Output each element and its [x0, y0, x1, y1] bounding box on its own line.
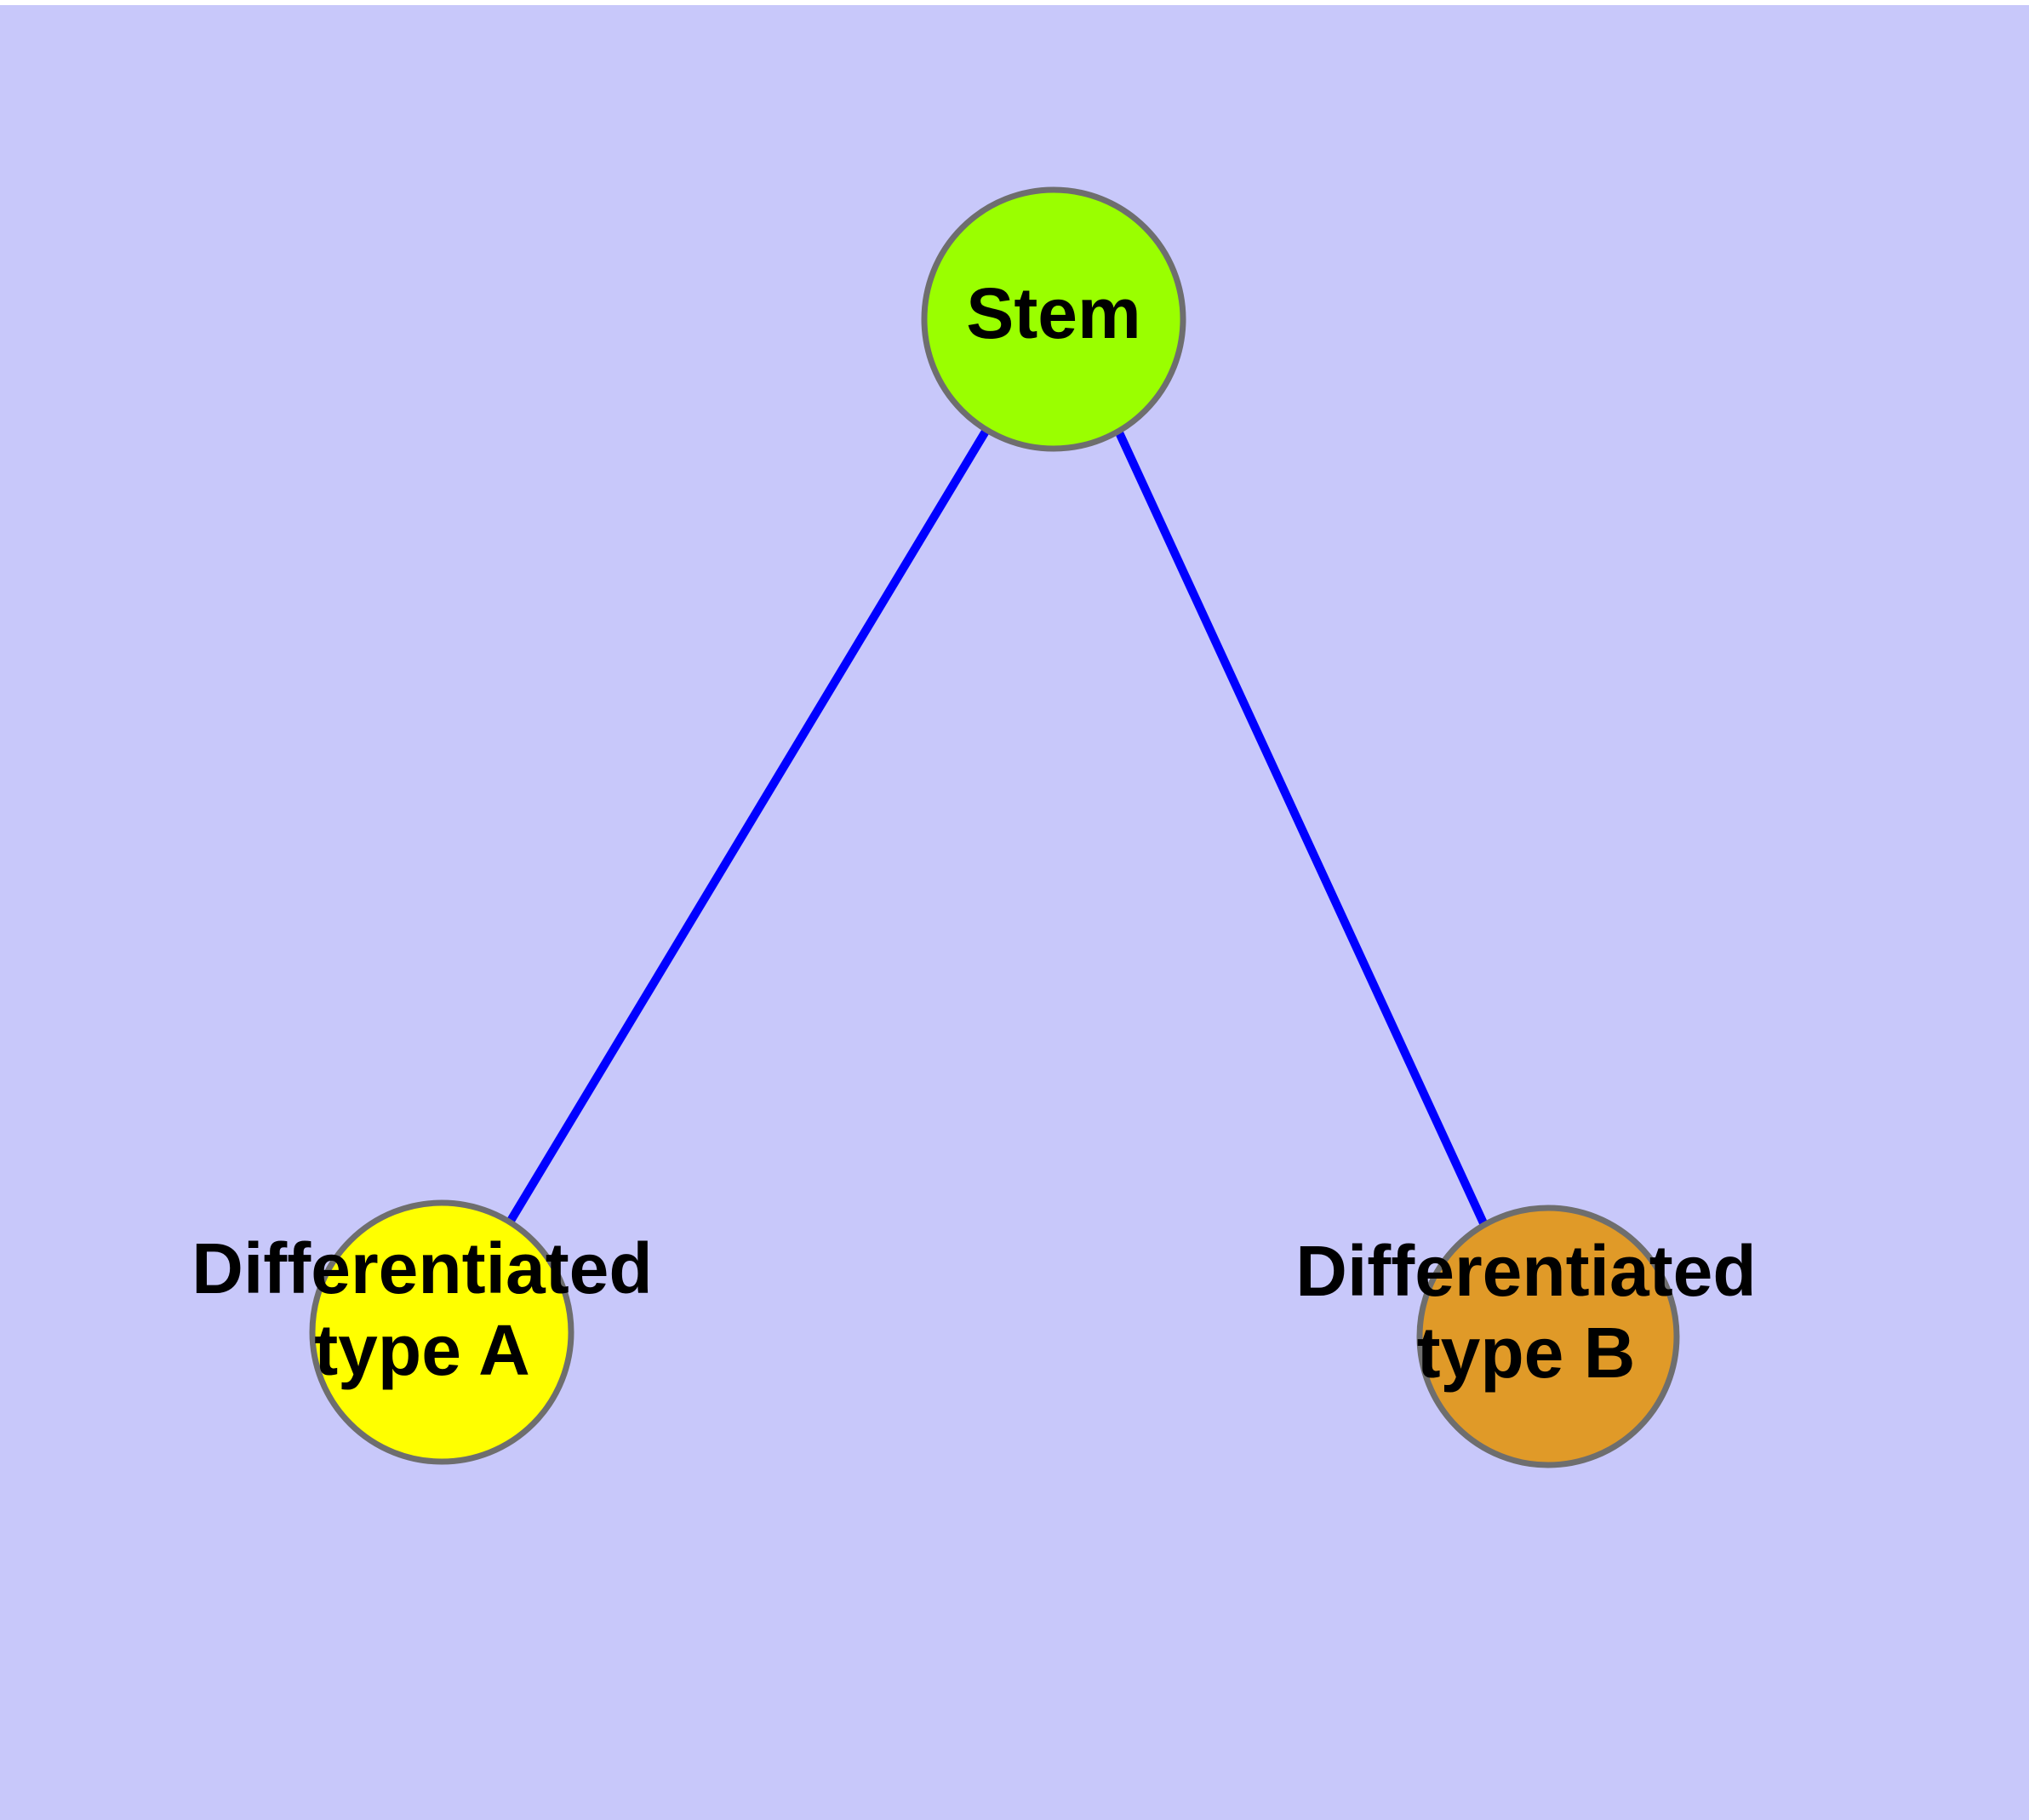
edge-stem-to-differentiated-type-a[interactable] [506, 427, 991, 1223]
edge-stem-to-differentiated-type-b[interactable] [1114, 428, 1489, 1228]
node-layer [309, 186, 1680, 1468]
edge-layer [506, 427, 1489, 1228]
node-stem-label: Stem [966, 273, 1140, 353]
node-differentiated-type-b-circle[interactable] [1416, 1205, 1680, 1468]
node-differentiated-type-a-circle[interactable] [309, 1199, 574, 1465]
node-stem-circle[interactable] [921, 186, 1186, 452]
